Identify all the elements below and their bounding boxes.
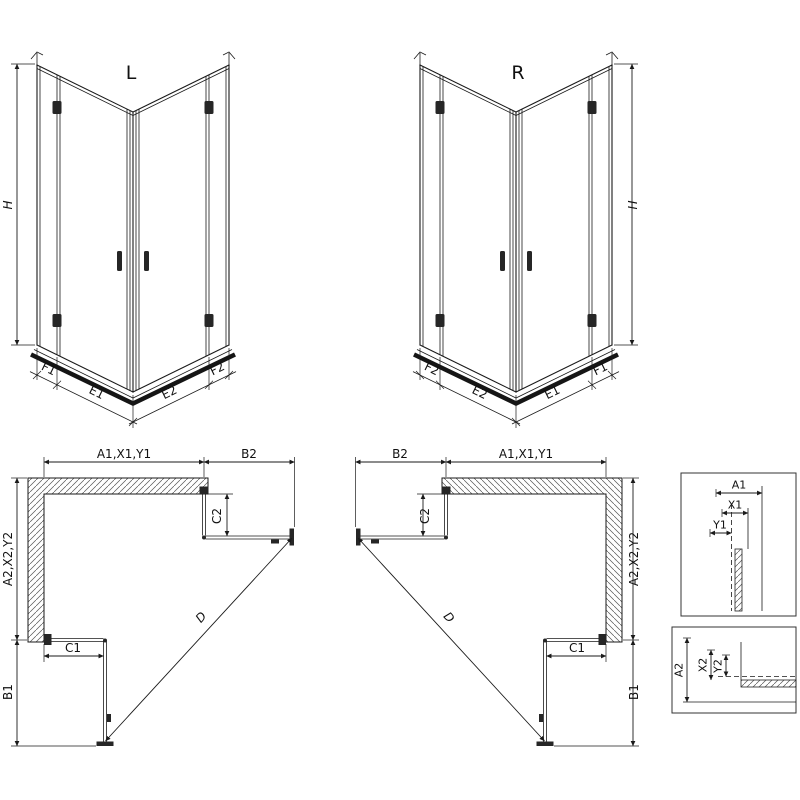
glass-profile-section <box>734 548 743 612</box>
glass-profile-section <box>740 679 797 688</box>
iso-right-e1-label: E1 <box>542 383 562 402</box>
iso-left-e2-label: E2 <box>159 383 179 402</box>
plan-right-b1-label: B1 <box>627 684 641 700</box>
iso-left-f2-label: F2 <box>208 359 227 378</box>
detail-box-depth-frame <box>671 626 797 714</box>
iso-left-e1-label: E1 <box>87 383 107 402</box>
detail-x1-label: X1 <box>728 499 743 512</box>
detail-box-width: A1 X1 Y1 <box>680 472 797 617</box>
plan-left-depth-label: A2,X2,Y2 <box>1 532 15 586</box>
plan-left-linework <box>11 457 295 746</box>
iso-view-right: R H F2 E2 E1 F1 <box>413 52 640 428</box>
detail-a2-label: A2 <box>673 663 686 678</box>
iso-right-height-label: H <box>626 200 640 209</box>
iso-left-height-label: H <box>1 200 15 209</box>
iso-right-e2-label: E2 <box>470 383 490 402</box>
plan-right-width-label: A1,X1,Y1 <box>499 447 553 461</box>
detail-y2-label: Y2 <box>712 659 725 674</box>
plan-right-linework <box>356 457 640 746</box>
detail-y1-label: Y1 <box>712 519 727 532</box>
plan-right-c1-label: C1 <box>569 641 585 655</box>
iso-left-f1-label: F1 <box>39 359 58 378</box>
iso-right-f1-label: F1 <box>591 359 610 378</box>
plan-left-width-label: A1,X1,Y1 <box>97 447 151 461</box>
plan-left-b2-label: B2 <box>241 447 257 461</box>
iso-left-title: L <box>126 62 137 84</box>
iso-right-f2-label: F2 <box>422 359 441 378</box>
plan-left-c1-label: C1 <box>65 641 81 655</box>
detail-a1-label: A1 <box>732 479 747 492</box>
detail-box-depth: A2 X2 Y2 <box>671 626 797 714</box>
plan-right-c2-label: C2 <box>418 508 432 524</box>
plan-left-d-label: D <box>193 609 210 625</box>
iso-view-left: L H F1 E1 E2 F2 <box>1 52 236 428</box>
plan-view-left: A1,X1,Y1 B2 A2,X2,Y2 B1 C2 C1 D <box>1 447 295 746</box>
plan-right-b2-label: B2 <box>392 447 408 461</box>
plan-left-c2-label: C2 <box>210 508 224 524</box>
plan-left-b1-label: B1 <box>1 684 15 700</box>
iso-right-title: R <box>511 62 524 84</box>
plan-right-depth-label: A2,X2,Y2 <box>627 532 641 586</box>
plan-view-right: B2 A1,X1,Y1 A2,X2,Y2 B1 C2 C1 D <box>356 447 641 746</box>
plan-right-d-label: D <box>441 609 458 625</box>
detail-x2-label: X2 <box>697 658 710 673</box>
